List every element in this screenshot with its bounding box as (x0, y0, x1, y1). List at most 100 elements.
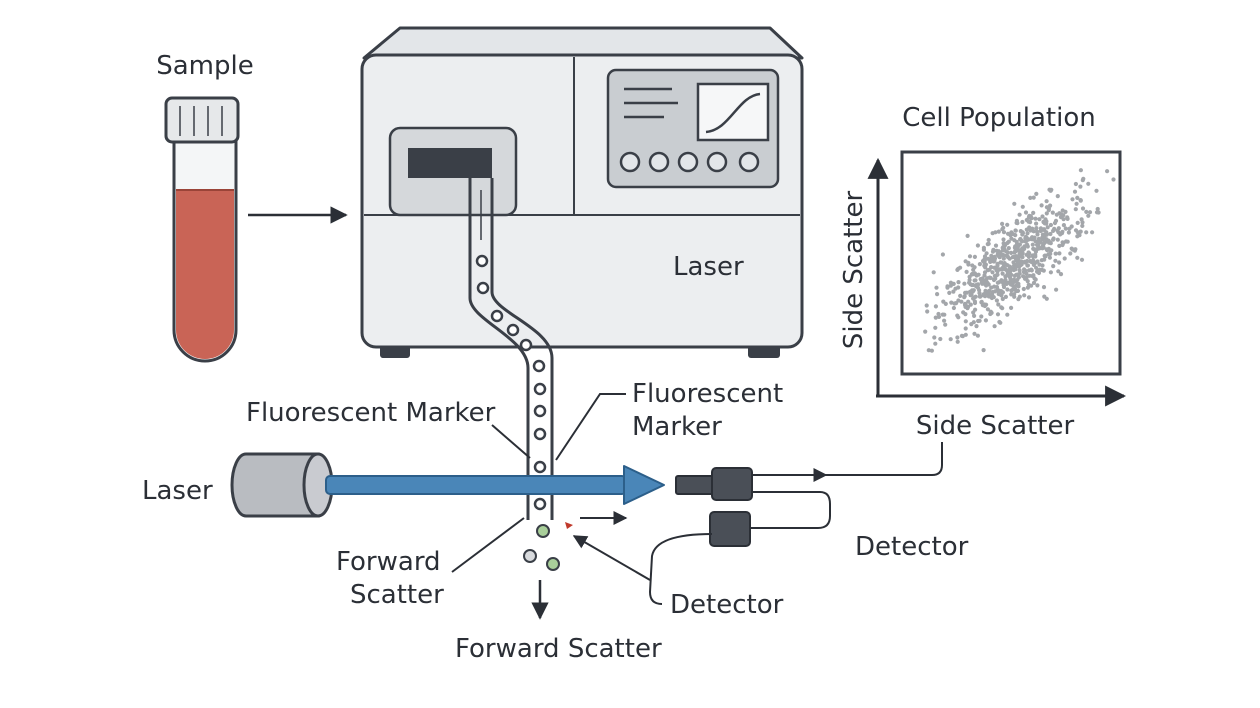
scatter-dot (964, 269, 969, 274)
scatter-dot (1042, 220, 1047, 225)
forward-scatter-left-line1: Forward (336, 547, 441, 577)
scatter-dot (1018, 253, 1023, 258)
scatter-dot (923, 329, 928, 334)
scatter-dot (1022, 293, 1027, 298)
scatter-dot (983, 318, 989, 323)
scatter-dot (1050, 210, 1055, 215)
scatter-dot (1028, 195, 1033, 200)
scatter-dot (933, 325, 938, 330)
scatter-dot (1053, 251, 1058, 256)
scatter-dot (1009, 250, 1014, 255)
scatter-dot (1080, 178, 1085, 183)
scatter-dot (997, 267, 1002, 272)
scatter-dot (1040, 214, 1045, 219)
scatter-dot (968, 302, 973, 307)
scatter-dot (1048, 251, 1053, 256)
scatter-dot (970, 263, 975, 268)
scatter-dot (931, 270, 936, 275)
scatter-dot (1048, 222, 1053, 228)
scatter-dot (1024, 238, 1029, 243)
scatter-dot (945, 284, 950, 289)
scatter-dot (948, 337, 953, 342)
flow-channel (468, 178, 554, 520)
signal-lines (565, 442, 943, 605)
scatter-dot (1025, 258, 1030, 264)
scattered-cells (523, 524, 560, 571)
scatter-dot (1020, 247, 1025, 252)
scatter-dot (1075, 234, 1080, 239)
scatter-dot (1094, 210, 1100, 215)
scatter-dot (981, 245, 987, 250)
scatter-dot (1072, 248, 1077, 253)
scatter-dot (1033, 239, 1038, 244)
scatter-dot (1039, 227, 1045, 232)
scatter-dot (955, 335, 960, 340)
scatter-dot (1052, 226, 1057, 231)
scatter-dot (1042, 240, 1047, 245)
scatter-dot (952, 301, 957, 306)
scatter-dot (1000, 221, 1005, 226)
scatter-dot (991, 295, 996, 300)
scatter-dot (1048, 231, 1053, 237)
scatter-dot (1055, 237, 1060, 242)
scatter-dot (1020, 219, 1025, 225)
scatter-dot (1026, 295, 1032, 300)
scatter-dot (996, 249, 1001, 254)
scatter-dot (1023, 234, 1028, 239)
scatter-dot (982, 303, 988, 309)
scatter-dot (1001, 237, 1006, 242)
scatter-dot (1017, 271, 1022, 276)
scatter-dot (996, 229, 1001, 234)
fluorescent-marker-left-leader (491, 424, 531, 459)
scatter-dot (1068, 251, 1073, 256)
scatter-dot (1072, 189, 1078, 194)
scatter-dot (1031, 210, 1036, 215)
scatter-dot (983, 265, 988, 270)
scatter-dot (1080, 206, 1086, 211)
scatter-dot (940, 252, 946, 257)
scatter-dot (1031, 273, 1036, 278)
scatter-dot (983, 288, 988, 293)
scatter-dot (1047, 187, 1052, 192)
scatter-dot (985, 276, 990, 281)
scatter-dot (1044, 211, 1049, 216)
scatter-dot (951, 289, 956, 294)
scatter-dot (982, 270, 988, 275)
scatter-dot (1058, 272, 1064, 277)
scatter-dot (935, 292, 940, 297)
scatter-dot (1012, 201, 1017, 206)
scatter-dot (948, 283, 953, 288)
scatter-dot (976, 318, 981, 324)
scatter-dot (1029, 267, 1034, 272)
scatter-dot (973, 307, 978, 312)
scatter-dot (1048, 270, 1053, 275)
scatter-dot (972, 278, 977, 283)
scatter-dot (1046, 240, 1052, 245)
scatter-dot (1036, 236, 1041, 241)
scatter-dot (963, 319, 968, 324)
scatter-dot (986, 291, 991, 296)
scatter-dot (934, 285, 939, 290)
scatter-dot (1033, 277, 1038, 282)
scatter-dot (956, 280, 961, 285)
scatter-dot (994, 273, 999, 278)
test-tube-icon (164, 96, 240, 363)
scatter-dot (1078, 229, 1083, 234)
scatter-dot (1057, 211, 1062, 216)
scatter-dot (1034, 226, 1039, 231)
scatter-dot (926, 348, 931, 353)
scatter-dot (1043, 254, 1048, 259)
scatter-dot (1039, 203, 1044, 208)
sample-label: Sample (156, 51, 254, 81)
scatter-dot (1037, 217, 1042, 222)
scatter-dot (1034, 191, 1039, 196)
scatter-dot (1025, 231, 1030, 236)
scatter-dot (962, 302, 968, 307)
forward-scatter-left-leader (451, 517, 525, 573)
scatter-dot (1028, 220, 1033, 225)
scatter-dot (992, 324, 997, 329)
scatter-dot (924, 303, 929, 308)
scatter-dot (972, 299, 978, 304)
scatter-dot (1001, 253, 1006, 258)
